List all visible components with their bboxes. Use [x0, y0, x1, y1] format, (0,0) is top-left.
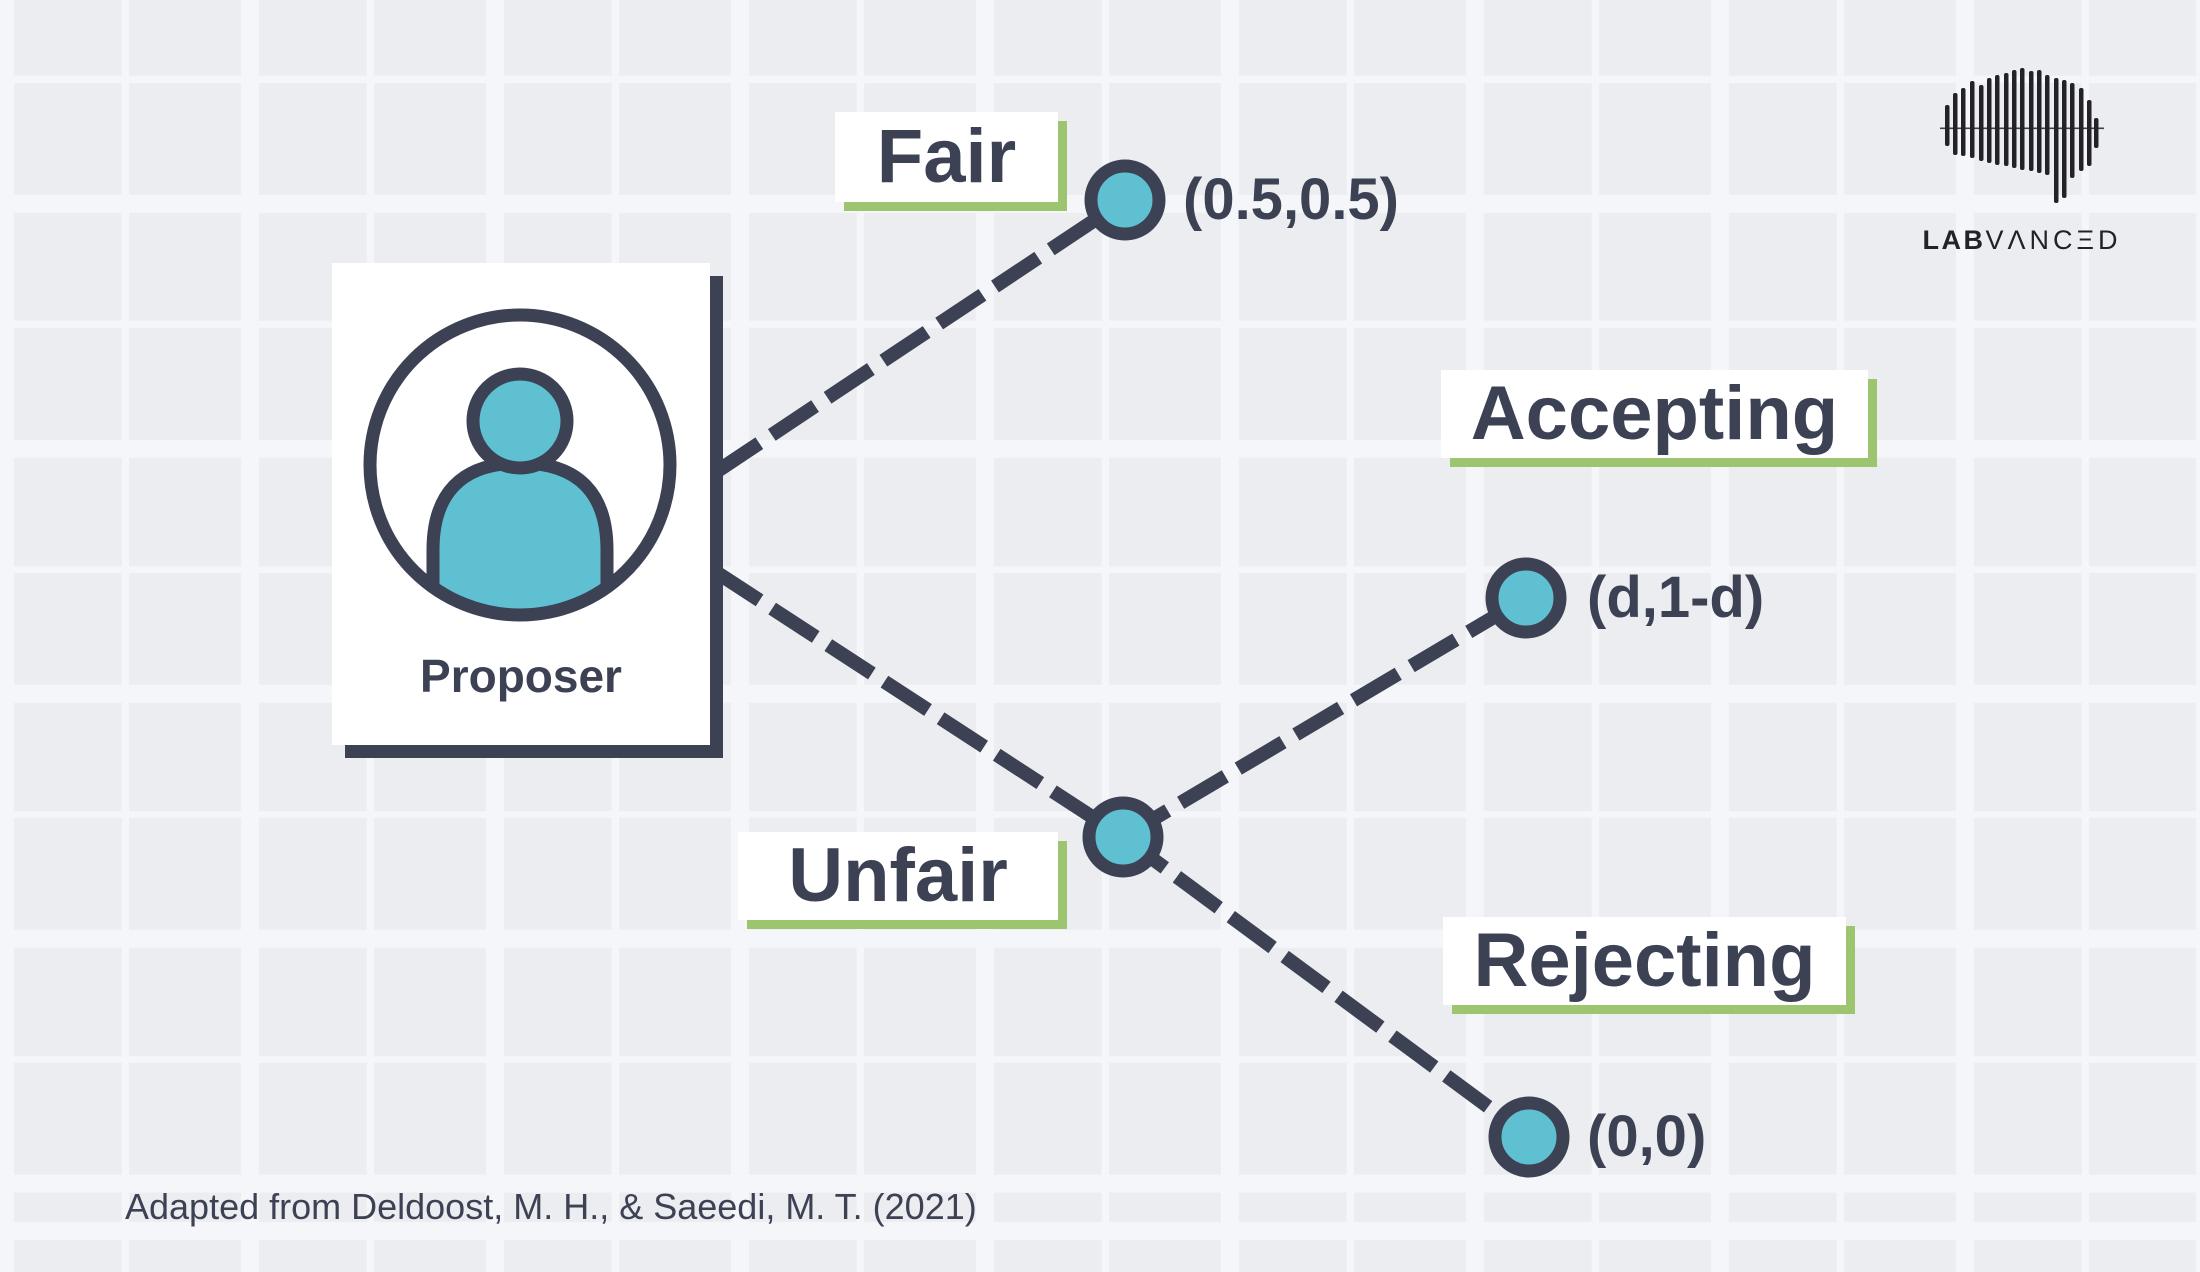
fair-payoff: (0.5,0.5)	[1183, 167, 1399, 232]
wordmark-lab: LAB	[1922, 225, 1986, 255]
edge-unfair	[712, 566, 1127, 843]
edge-rejecting	[1118, 831, 1534, 1143]
person-avatar-icon	[363, 308, 677, 622]
wordmark-vanced: VΛNCΞD	[1985, 225, 2122, 255]
unfair-label: Unfair	[738, 832, 1058, 920]
accepting-label: Accepting	[1441, 370, 1868, 458]
accepting-outcome-node	[1485, 557, 1567, 639]
proposer-label: Proposer	[420, 650, 622, 702]
labvanced-logo: LABVΛNCΞD	[1917, 58, 2127, 256]
accepting-payoff: (d,1-d)	[1587, 565, 1765, 630]
fair-outcome-node	[1084, 159, 1166, 241]
labvanced-brain-logo-icon	[1940, 68, 2104, 203]
labvanced-wordmark: LABVΛNCΞD	[1917, 225, 2127, 256]
rejecting-payoff: (0,0)	[1587, 1104, 1707, 1169]
proposer-card: Proposer	[332, 263, 710, 745]
edge-fair	[712, 194, 1129, 478]
fair-label: Fair	[835, 112, 1058, 202]
edge-accepting	[1119, 591, 1530, 844]
unfair-decision-node	[1082, 796, 1164, 878]
citation-text: Adapted from Deldoost, M. H., & Saeedi, …	[125, 1186, 977, 1227]
rejecting-label: Rejecting	[1443, 917, 1846, 1005]
rejecting-outcome-node	[1488, 1096, 1570, 1178]
